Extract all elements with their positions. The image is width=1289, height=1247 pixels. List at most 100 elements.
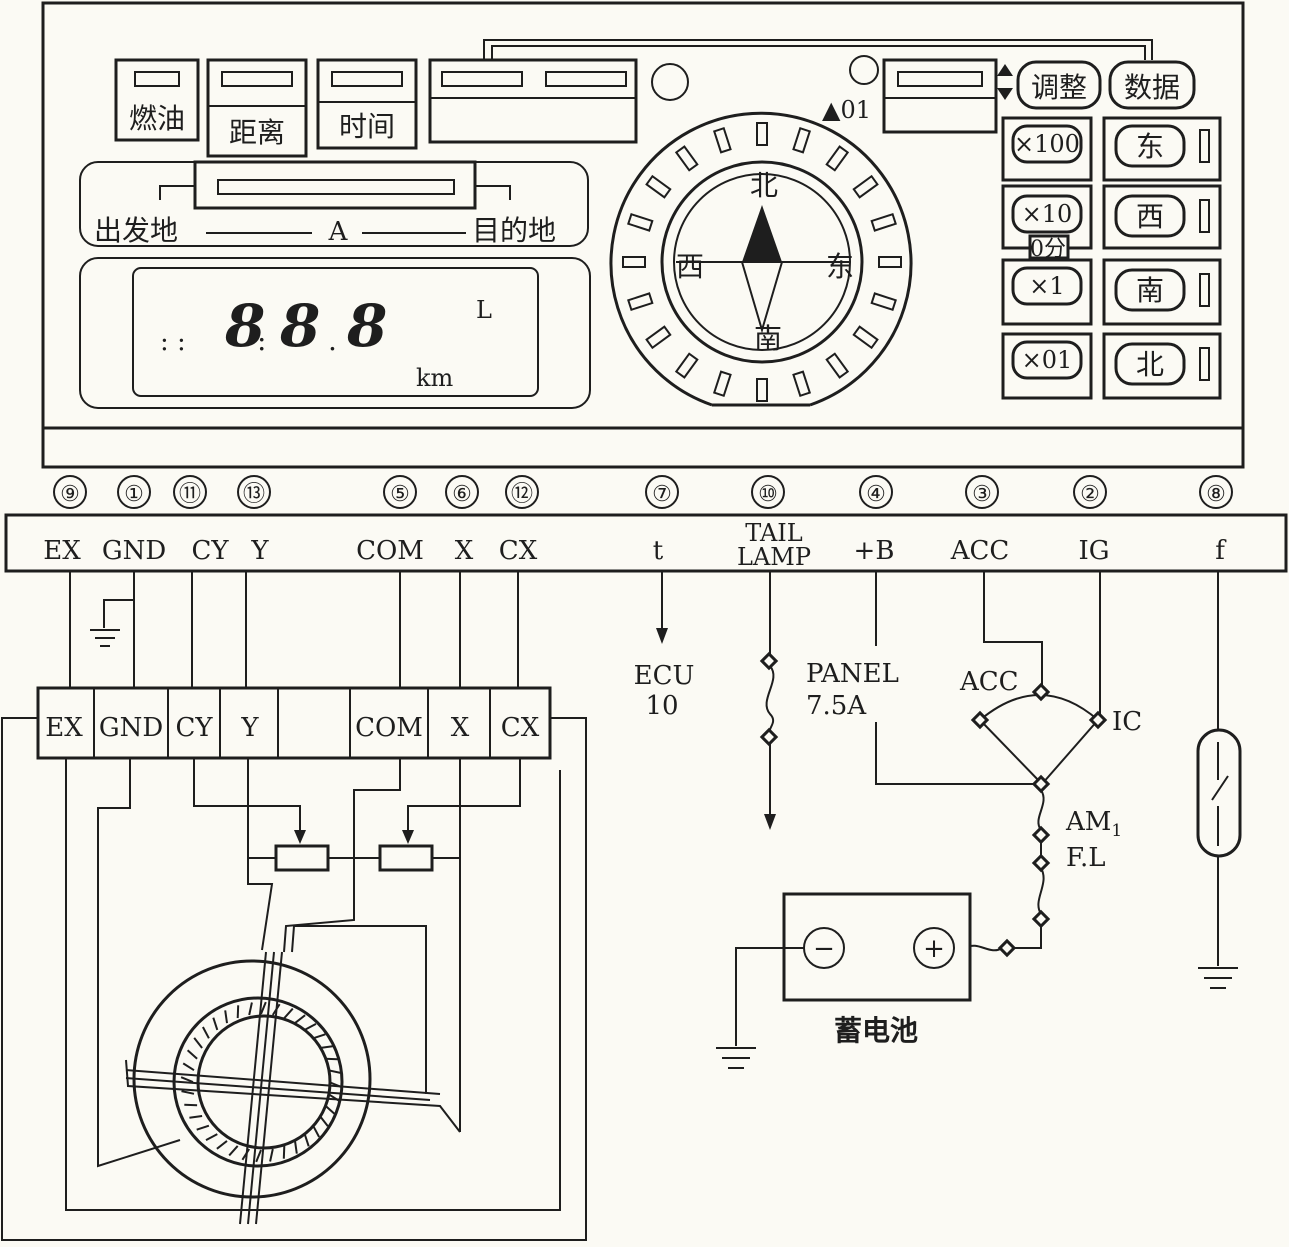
coil-winding	[193, 1037, 203, 1049]
ecu-label: ECU	[634, 661, 695, 691]
coil-winding	[180, 1076, 194, 1083]
coil-winding	[236, 1005, 240, 1019]
panel-fuse-rating: 7.5A	[806, 691, 867, 721]
pin-label-cx: CX	[499, 536, 538, 566]
multiplier-10-button[interactable]	[1011, 194, 1083, 234]
coil-winding	[312, 1125, 320, 1138]
pin-label-x: X	[455, 536, 474, 566]
multiplier-1-button[interactable]	[1011, 266, 1083, 306]
terminal-com: COM	[355, 713, 423, 743]
right-knob[interactable]	[849, 55, 879, 85]
fusible-link-label: AM1	[1065, 807, 1122, 841]
svg-text:×1: ×1	[1029, 272, 1064, 300]
pin-label-com: COM	[356, 536, 424, 566]
pin-label-tail: TAIL	[745, 519, 803, 547]
down-arrow-icon[interactable]	[997, 88, 1013, 100]
connector-strip: EX GND CY Y COM X CX t TAIL LAMP +B ACC …	[4, 513, 1288, 573]
coil-winding	[324, 1057, 338, 1061]
lcd-digit-1: 8	[224, 292, 265, 360]
coil-winding	[255, 1149, 262, 1163]
pin-number-y: ⑬	[243, 482, 265, 507]
pin-label-acc: ACC	[950, 536, 1010, 566]
pin-label-ex: EX	[43, 536, 81, 566]
panel-fuse-label: PANEL	[806, 659, 899, 689]
compass-dial: 北 南 东 西	[609, 111, 913, 407]
data-button[interactable]: 数据	[1108, 60, 1196, 110]
compass-tick	[825, 352, 850, 379]
lcd-separator-1: :	[257, 324, 266, 357]
coil-winding	[181, 1090, 195, 1095]
top-display-window	[428, 58, 638, 144]
fuel-button[interactable]: 燃油	[114, 58, 200, 142]
multiplier-01-button[interactable]	[1011, 340, 1083, 380]
coil-winding	[319, 1115, 329, 1127]
tail-lamp-circuit	[759, 571, 779, 830]
compass-north: 北	[750, 169, 778, 202]
compass-tick	[645, 325, 672, 350]
coil-winding	[186, 1049, 198, 1060]
compass-tick	[792, 370, 812, 397]
coil-winding	[196, 1124, 210, 1131]
ignition-switch: ACC IC	[959, 571, 1142, 794]
direction-south-button[interactable]	[1114, 268, 1186, 312]
pin-label-lamp: LAMP	[737, 543, 811, 571]
svg-text:×01: ×01	[1022, 346, 1073, 374]
svg-text:−: −	[813, 934, 835, 964]
compass-tick	[852, 174, 879, 199]
resistor-x	[378, 844, 434, 872]
pin-label-f: f	[1215, 536, 1227, 566]
time-button[interactable]: 时间	[316, 58, 418, 150]
coil-winding	[182, 1062, 195, 1072]
compass-tick	[870, 292, 897, 312]
compass-tick	[870, 212, 897, 232]
terminal-x: X	[451, 713, 470, 743]
direction-west-button[interactable]	[1114, 194, 1186, 238]
geomagnetic-sensor	[1, 717, 587, 1241]
svg-text:×10: ×10	[1022, 200, 1073, 228]
compass-tick	[645, 174, 672, 199]
lcd-digit-2: 8	[279, 292, 320, 360]
svg-text:北: 北	[1136, 348, 1164, 381]
pin-number-cy: ⑪	[179, 482, 201, 507]
coil-winding	[224, 1010, 228, 1024]
left-knob[interactable]	[651, 63, 689, 101]
compass-tick	[622, 256, 646, 268]
compass-tick	[627, 292, 654, 312]
direction-east-button[interactable]	[1114, 124, 1186, 168]
pin-number-ig: ②	[1080, 482, 1100, 507]
coil-winding	[303, 1133, 310, 1147]
route-marker: A	[328, 217, 349, 247]
compass-west: 西	[676, 250, 704, 283]
pin-number-f: ⑧	[1206, 482, 1226, 507]
svg-text:南: 南	[1136, 274, 1164, 307]
pin-label-ig: IG	[1078, 536, 1109, 566]
pin-number-tail-lamp: ⑩	[758, 482, 778, 507]
battery: − + 蓄电池	[716, 892, 972, 1069]
ecu-output: ECU 10	[634, 571, 695, 721]
destination-label: 目的地	[472, 214, 556, 247]
coil-winding	[304, 1023, 317, 1031]
svg-text:数据: 数据	[1124, 71, 1180, 104]
compass-south-needle	[740, 261, 784, 334]
coil-winding	[294, 1140, 298, 1154]
up-arrow-icon[interactable]	[997, 64, 1013, 76]
compass-tick	[756, 378, 768, 402]
svg-text:距离: 距离	[229, 116, 285, 149]
compass-tick	[756, 122, 768, 146]
coil-winding	[189, 1115, 203, 1119]
pin-number-gnd: ①	[124, 482, 144, 507]
compass-tick	[674, 145, 699, 172]
svg-text:调整: 调整	[1031, 71, 1087, 104]
distance-button[interactable]: 距离	[206, 58, 308, 158]
toroid-coil-windings	[180, 1001, 342, 1163]
direction-north-button[interactable]	[1114, 342, 1186, 386]
indicator-label: ▲01	[822, 96, 871, 124]
sensor-wires	[69, 571, 519, 688]
coil-winding	[216, 1140, 228, 1150]
adjust-button[interactable]: 调整	[1016, 60, 1102, 110]
svg-text:×100: ×100	[1014, 130, 1080, 158]
multiplier-100-button[interactable]	[1011, 124, 1083, 164]
lcd-separator-2: .	[328, 324, 337, 357]
pin-label-cy: CY	[191, 536, 229, 566]
selector-window	[882, 58, 998, 134]
